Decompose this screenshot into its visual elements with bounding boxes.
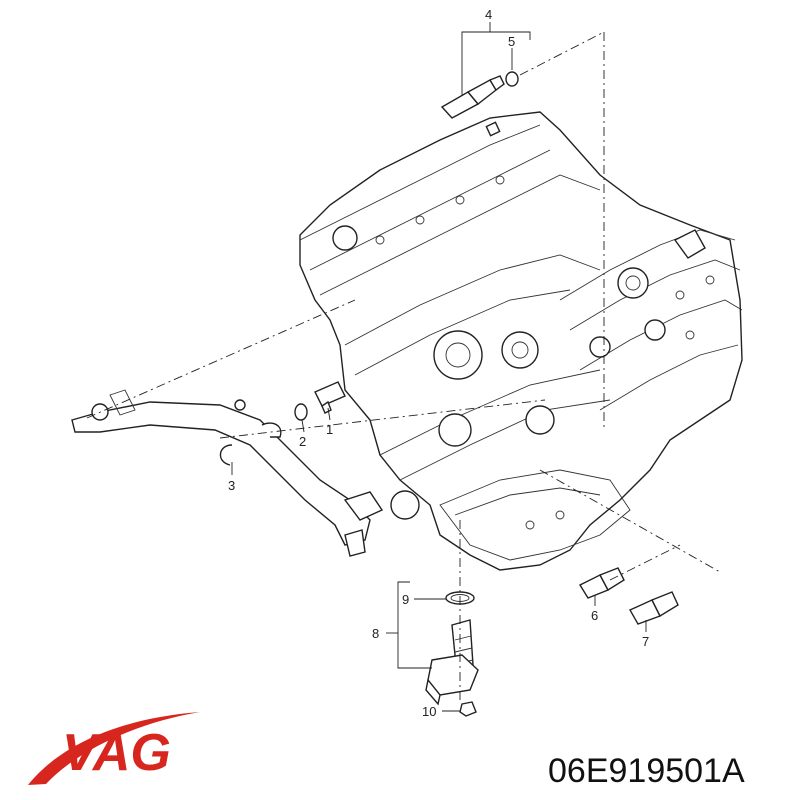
label-7: 7 [642, 634, 649, 649]
engine-block [299, 111, 743, 571]
label-2: 2 [299, 434, 306, 449]
alignment-lines [86, 31, 721, 700]
label-9: 9 [402, 592, 409, 607]
part-10-bolt [459, 701, 477, 717]
callout-labels: 4 5 1 2 3 6 7 8 9 10 [228, 7, 649, 719]
coolant-pipe [71, 389, 420, 557]
logo-swoosh-icon [28, 712, 200, 785]
label-3: 3 [228, 478, 235, 493]
part-7-sensor [629, 591, 679, 625]
part-8-oil-level-sensor [425, 619, 479, 706]
part-2-o-ring [294, 403, 308, 421]
part-1-sensor [314, 381, 346, 414]
brand-name: VAG [62, 724, 171, 782]
label-1: 1 [326, 422, 333, 437]
part-4-sensor [440, 75, 505, 119]
part-5-o-ring [505, 71, 519, 87]
brand-logo: VAG [28, 712, 200, 785]
part-3-clip [219, 444, 233, 466]
label-5: 5 [508, 34, 515, 49]
label-6: 6 [591, 608, 598, 623]
label-4: 4 [485, 7, 492, 22]
label-10: 10 [422, 704, 436, 719]
leader-lines [231, 22, 647, 712]
part-number: 06E919501A [548, 752, 745, 790]
label-8: 8 [372, 626, 379, 641]
part-6-sensor [579, 567, 625, 599]
